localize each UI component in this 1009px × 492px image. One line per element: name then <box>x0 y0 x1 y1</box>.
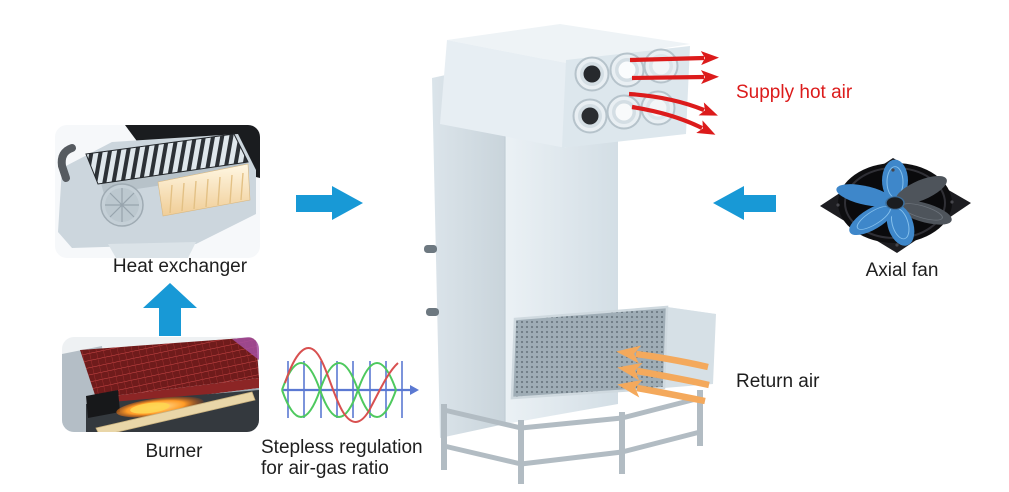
chamber-fins <box>169 172 244 214</box>
head-left-face <box>440 40 570 148</box>
outlet <box>606 94 642 130</box>
flame-core <box>130 402 170 414</box>
burner-label: Burner <box>145 441 203 462</box>
stepless-regulation-line1: Stepless regulation <box>261 437 423 458</box>
mesh-sheen <box>232 337 259 360</box>
outlet-head-box <box>440 24 690 148</box>
burner-mesh <box>80 337 259 398</box>
axial-fan-photo <box>820 158 971 253</box>
green-sine-wave-inverted <box>281 362 397 418</box>
fan-hub <box>885 196 905 210</box>
air-handling-unit <box>424 24 716 484</box>
wave-axis-arrowhead <box>410 385 419 395</box>
burner-photo <box>62 337 259 432</box>
outlet <box>574 56 610 92</box>
return-arrow <box>617 362 710 389</box>
sine-waves-chart <box>281 347 419 423</box>
door-knob <box>424 245 437 253</box>
blue-arrow-up <box>143 283 197 336</box>
red-sine-wave <box>284 347 399 423</box>
return-air-label: Return air <box>736 371 820 392</box>
tube-bank <box>85 133 249 185</box>
return-arrow <box>617 379 706 405</box>
blue-arrow-right <box>296 186 363 220</box>
return-air-arrows <box>616 345 710 405</box>
return-arrow <box>616 345 709 371</box>
green-sine-wave <box>281 362 397 418</box>
supply-arrow <box>631 70 719 85</box>
supply-arrow <box>629 51 719 66</box>
plate-bolts <box>836 168 954 247</box>
body-shadow-edge <box>100 160 248 194</box>
burner-nozzle <box>86 390 120 418</box>
supply-arrow <box>628 91 718 116</box>
stand-lower-bars <box>443 429 701 467</box>
return-air-grille-box <box>510 305 716 400</box>
door-knob <box>426 308 439 316</box>
supply-hot-air-label: Supply hot air <box>736 82 853 103</box>
stand-upper-bars <box>443 395 701 431</box>
igniter-rod <box>95 391 256 432</box>
supply-arrow <box>631 104 716 135</box>
stepless-regulation-line2: for air-gas ratio <box>261 458 389 479</box>
stepless-regulation-label: Stepless regulation for air-gas ratio <box>261 437 441 479</box>
axial-fan-label: Axial fan <box>865 260 939 281</box>
heat-exchanger-photo <box>55 125 260 258</box>
supply-air-arrows <box>628 51 719 135</box>
fan-blades <box>836 159 952 246</box>
body-base <box>108 242 196 258</box>
heat-exchanger-label: Heat exchanger <box>112 256 248 277</box>
glowing-chamber <box>157 163 251 217</box>
pipe-elbow <box>57 144 76 182</box>
fan-vent <box>100 183 144 227</box>
unit-stand <box>441 390 703 484</box>
outlet <box>572 98 608 134</box>
blue-arrow-left <box>713 186 776 220</box>
unit-body-left-face <box>432 62 505 438</box>
